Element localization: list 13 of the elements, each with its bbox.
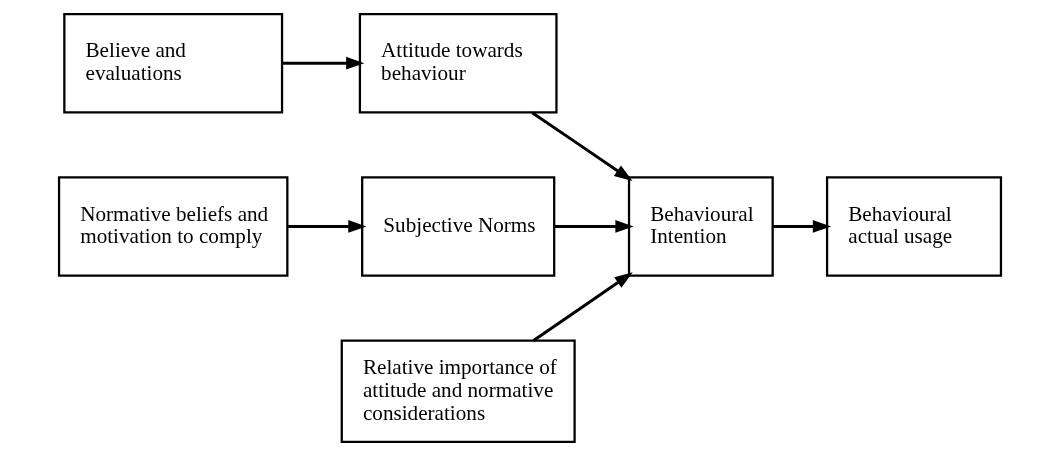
arrow [772,220,831,233]
arrow [287,220,367,233]
node-box: Relative importance of attitude and normative considerations [340,339,576,444]
arrow [532,272,633,342]
arrow [554,220,634,233]
node-box: Behavioural Intention [627,176,774,277]
arrow [282,56,365,70]
arrow [531,111,633,181]
node-box: Subjective Norms [361,176,556,277]
node-box: Behavioural actual usage [825,176,1003,277]
node-box: Believe and evaluations [63,12,284,114]
node-box: Attitude towards behaviour [358,12,558,114]
node-box: Normative beliefs and motivation to comply [57,176,289,277]
